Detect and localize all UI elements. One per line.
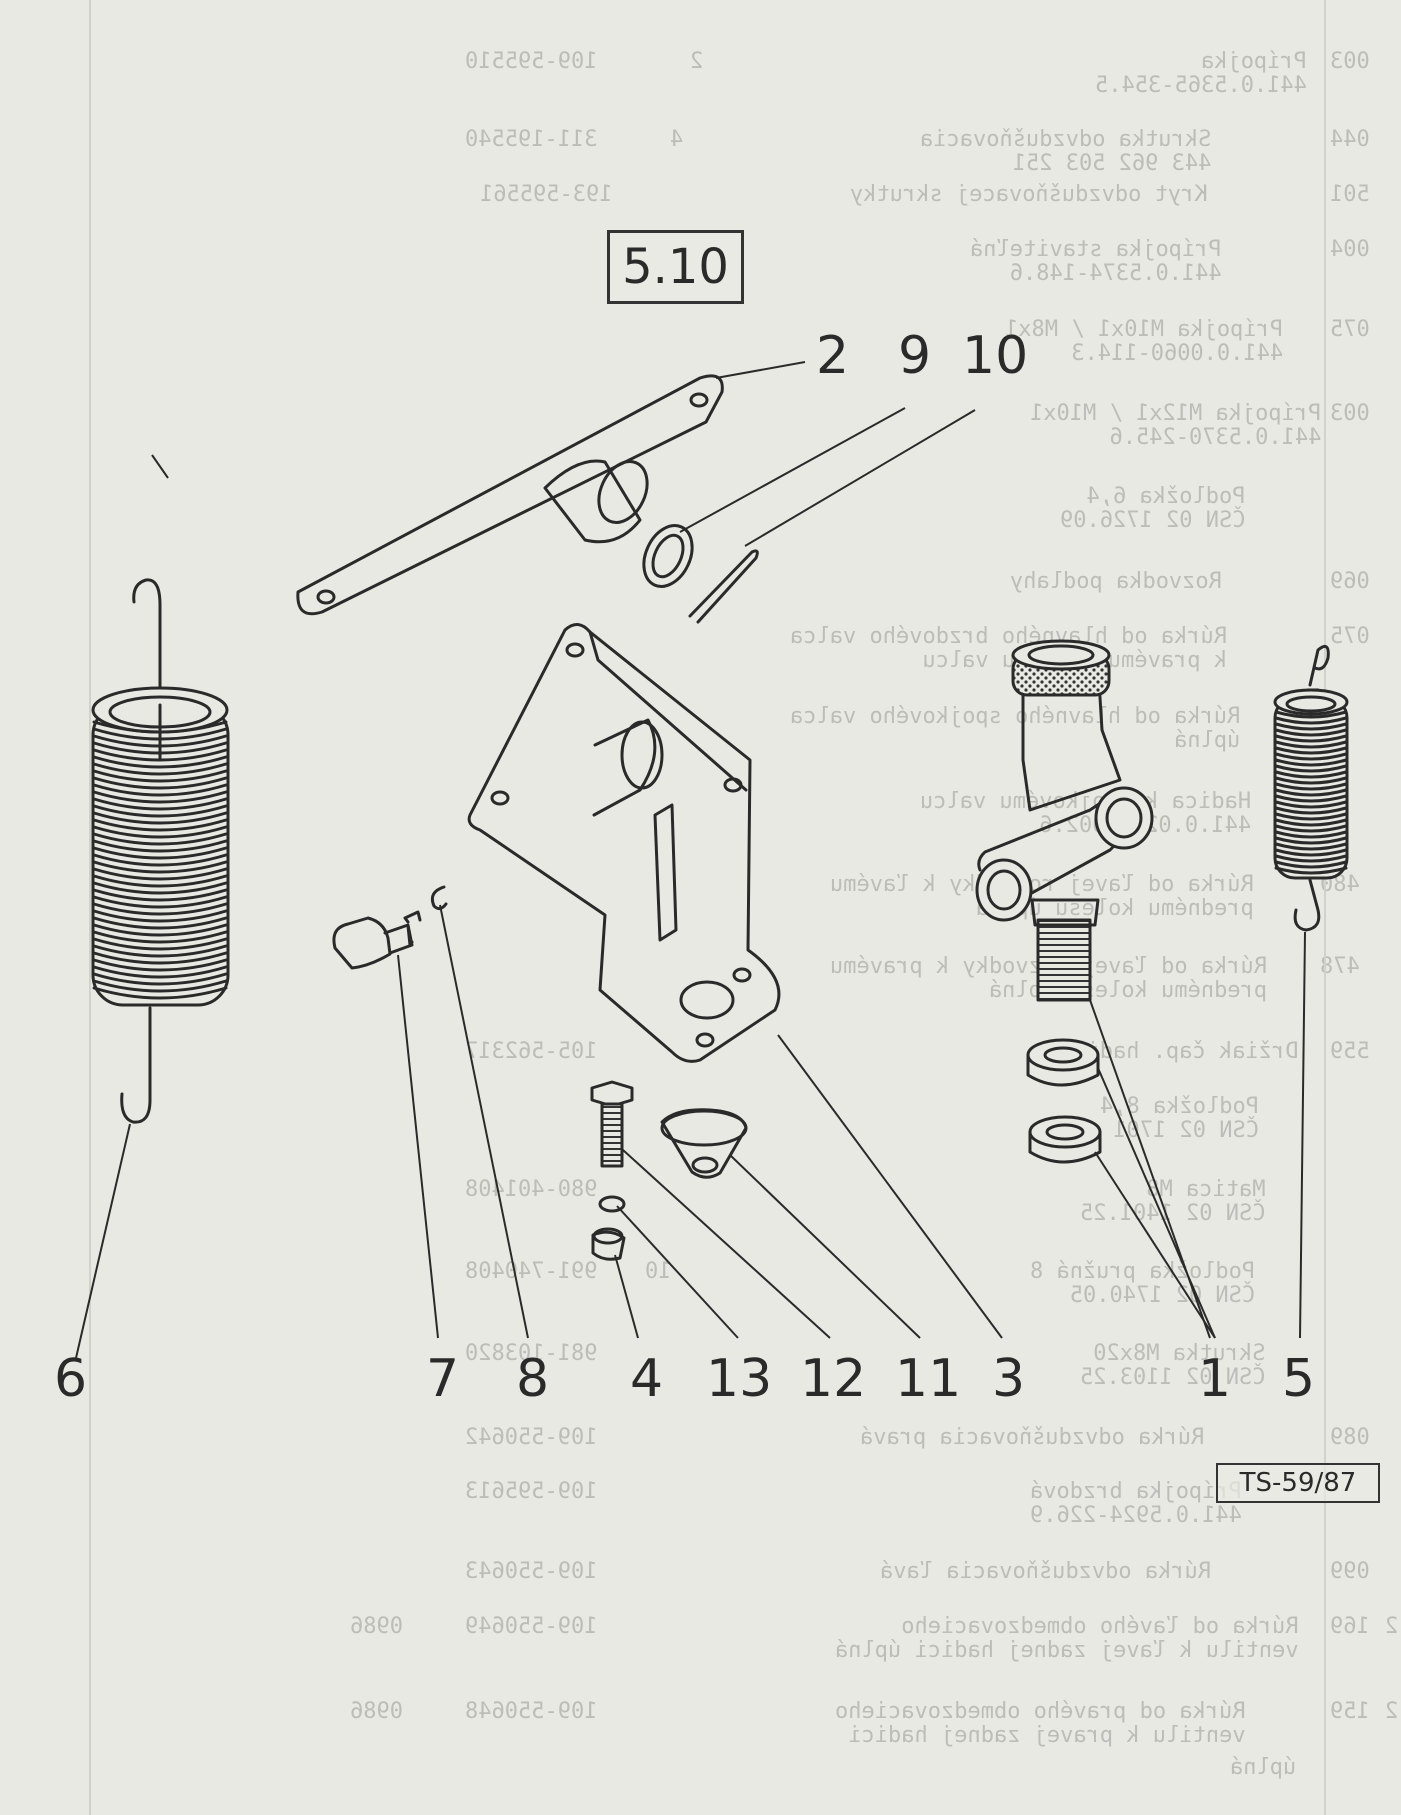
drawing-reference-box: TS-59/87: [1216, 1463, 1380, 1503]
spring-coil: [92, 965, 228, 979]
spring-coil: [92, 825, 228, 839]
spring-coil: [92, 755, 228, 769]
callout-2: 2: [816, 326, 850, 386]
spring-coil: [1274, 770, 1348, 779]
callout-3: 3: [992, 1349, 1026, 1409]
spring-coil: [92, 818, 228, 832]
spring-coil: [1274, 788, 1348, 797]
spring-coil: [92, 846, 228, 860]
callout-5: 5: [1282, 1349, 1316, 1409]
spring-coil: [1274, 794, 1348, 803]
callout-7: 7: [426, 1349, 460, 1409]
spring-coil: [92, 951, 228, 965]
spring-coil: [92, 986, 228, 1000]
spring-coil: [92, 762, 228, 776]
part-7-bolt: [332, 910, 422, 970]
part-3-main-bracket: [467, 623, 781, 1063]
callout-12: 12: [800, 1349, 867, 1409]
spring-coil: [92, 776, 228, 790]
spring-coil: [1274, 860, 1348, 869]
callout-9: 9: [898, 326, 932, 386]
spring-coil: [92, 902, 228, 916]
spring-coil: [92, 944, 228, 958]
spring-coil: [1274, 722, 1348, 731]
part-13-washer: [598, 1195, 626, 1213]
spring-coil: [1274, 848, 1348, 857]
spring-coil: [92, 937, 228, 951]
spring-coil: [92, 783, 228, 797]
spring-coil: [92, 895, 228, 909]
callout-10: 10: [962, 326, 1029, 386]
spring-coil: [92, 867, 228, 881]
part-1-nut-lower: [1028, 1115, 1102, 1164]
spring-coil: [92, 839, 228, 853]
spring-coil: [92, 769, 228, 783]
part-6-large-spring: [91, 578, 230, 1124]
spring-coil: [1274, 842, 1348, 851]
part-11-cup: [660, 1108, 748, 1179]
spring-coil: [92, 790, 228, 804]
part-2-bracket: [296, 374, 724, 616]
callout-1: 1: [1198, 1349, 1232, 1409]
spring-coil: [92, 804, 228, 818]
section-number-box: 5.10: [607, 230, 744, 304]
part-1-nut-upper: [1026, 1038, 1100, 1087]
part-9-ring: [642, 524, 694, 588]
spring-coil: [1274, 740, 1348, 749]
spring-coil: [92, 958, 228, 972]
spring-coil: [92, 797, 228, 811]
spring-coil: [1274, 866, 1348, 875]
part-12-bolt: [590, 1080, 634, 1168]
part-1-t-fitting: [975, 639, 1154, 1002]
callout-leaders: [75, 361, 1306, 1359]
spring-coil: [92, 811, 228, 825]
callout-4: 4: [630, 1349, 664, 1409]
spring-coil: [92, 881, 228, 895]
spring-coil: [92, 930, 228, 944]
spring-coil: [1274, 812, 1348, 821]
callout-8: 8: [516, 1349, 550, 1409]
part-10-pin: [688, 549, 759, 624]
spring-coil: [1274, 710, 1348, 719]
callout-13: 13: [706, 1349, 773, 1409]
spring-coil: [92, 979, 228, 993]
page-fold-lines: [89, 0, 1326, 1815]
spring-coil: [1274, 800, 1348, 809]
spring-coil: [92, 853, 228, 867]
spring-coil: [1274, 782, 1348, 791]
spring-coil: [92, 832, 228, 846]
spring-coil: [92, 916, 228, 930]
spring-coil: [1274, 716, 1348, 725]
spring-coil: [1274, 734, 1348, 743]
spring-coil: [92, 923, 228, 937]
callout-6: 6: [54, 1349, 88, 1409]
part-5-small-spring: [1273, 644, 1349, 932]
part-8-circlip: [430, 885, 448, 911]
spring-coil: [1274, 752, 1348, 761]
spring-coil: [92, 888, 228, 902]
callout-11: 11: [895, 1349, 962, 1409]
spring-coil: [1274, 854, 1348, 863]
spring-coil: [1274, 818, 1348, 827]
spring-coil: [92, 860, 228, 874]
spring-coil: [92, 874, 228, 888]
spring-coil: [1274, 806, 1348, 815]
spring-coil: [1274, 746, 1348, 755]
spring-coil: [92, 909, 228, 923]
spring-coil: [1274, 824, 1348, 833]
spring-coil: [92, 972, 228, 986]
spring-coil: [1274, 728, 1348, 737]
spring-coil: [1274, 836, 1348, 845]
spring-coil: [1274, 758, 1348, 767]
spring-coil: [1274, 776, 1348, 785]
spring-coil: [1274, 764, 1348, 773]
spring-coil: [1274, 830, 1348, 839]
part-4-nut: [591, 1227, 626, 1261]
